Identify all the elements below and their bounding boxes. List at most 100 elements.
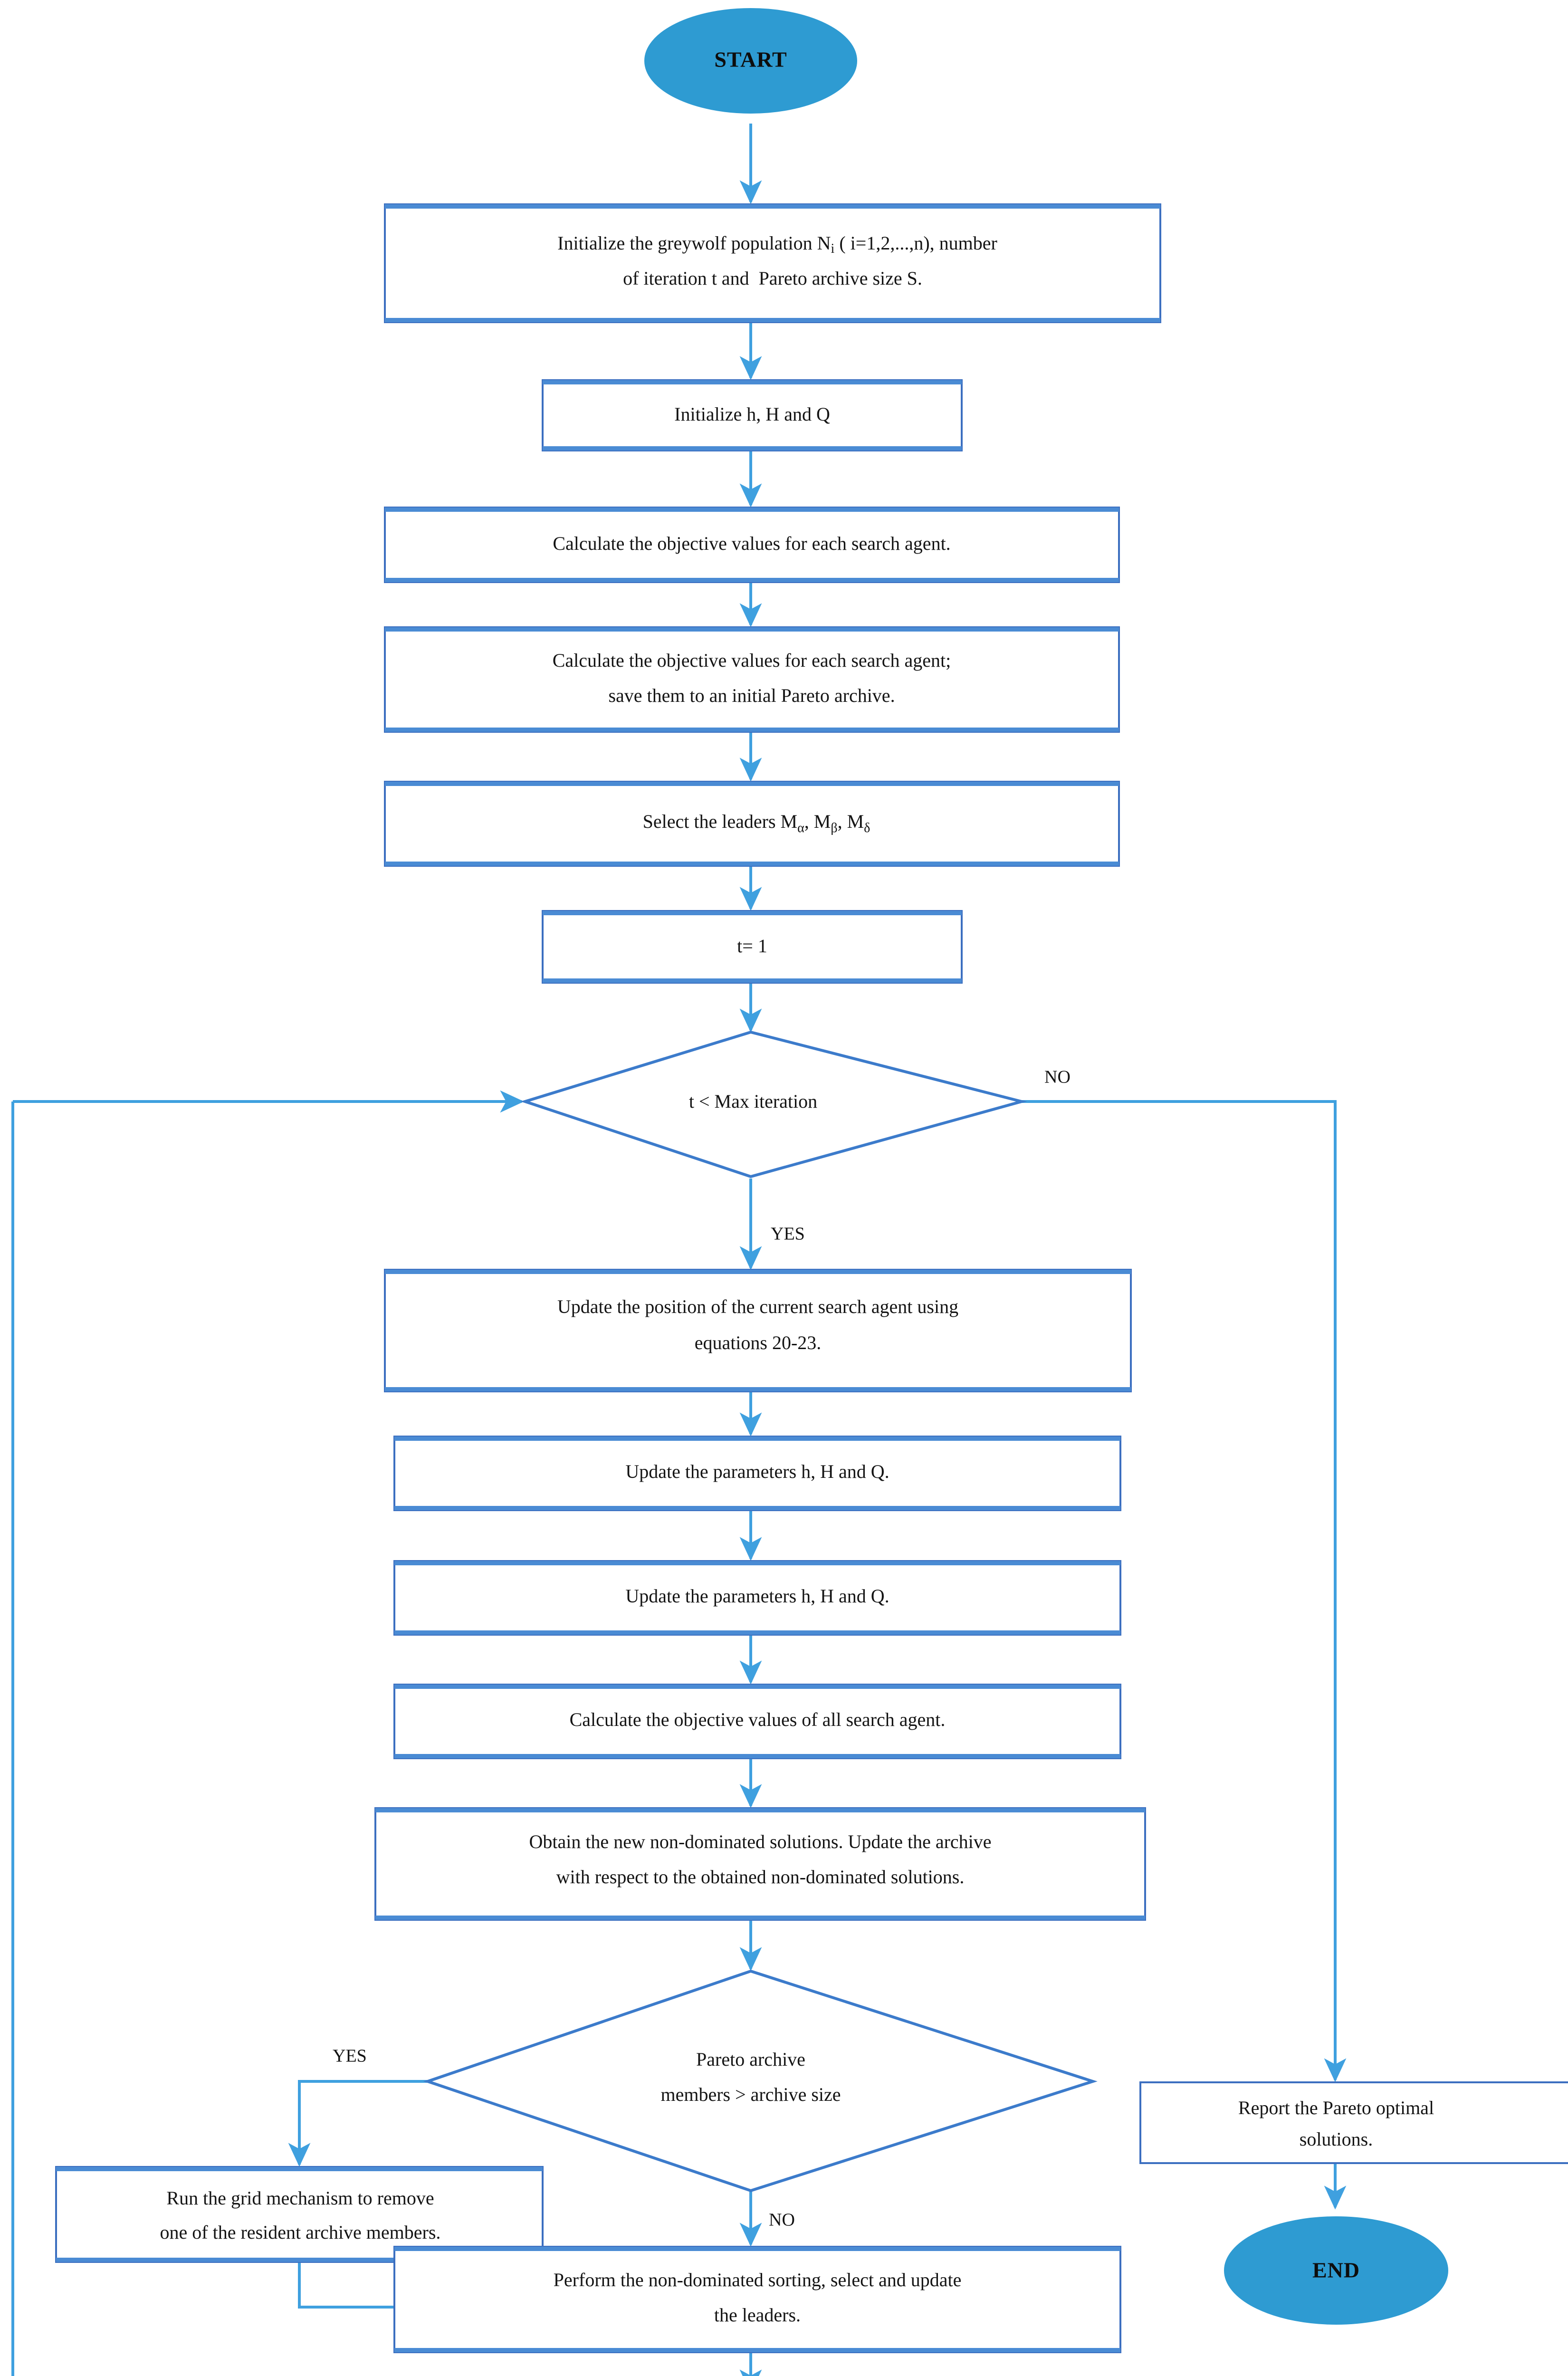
grid-mechanism-bottom-accent: [56, 2258, 543, 2262]
grid-mechanism-line1: Run the grid mechanism to remove: [166, 2187, 434, 2209]
decision-iteration-label: t < Max iteration: [689, 1091, 817, 1112]
obtain-nondominated-line1: Obtain the new non-dominated solutions. …: [529, 1831, 991, 1852]
edge-t-incr-loopback: [11, 1102, 14, 2376]
initialize-hhq-box: [542, 379, 963, 451]
edge-label-archive-yes: YES: [333, 2046, 367, 2066]
decision-archive-size-line2: members > archive size: [660, 2084, 841, 2105]
node-select-leaders[interactable]: Select the leaders Mα, Mβ, Mδ: [384, 781, 1120, 867]
calculate-save-archive-bottom-accent: [385, 728, 1119, 732]
calculate-save-archive-line2: save them to an initial Pareto archive.: [608, 685, 895, 706]
end-terminator-shape: [1224, 2216, 1448, 2325]
update-parameters-2-bottom-accent: [394, 1630, 1120, 1635]
start-label: START: [714, 48, 787, 72]
update-parameters-1-bottom-accent: [394, 1506, 1120, 1510]
obtain-nondominated-bottom-accent: [375, 1916, 1145, 1920]
init-population-line1-a: Initialize the greywolf population N: [557, 232, 831, 254]
node-calculate-objective-values[interactable]: Calculate the objective values for each …: [384, 507, 1120, 583]
calculate-objective-values-label: Calculate the objective values for each …: [553, 533, 950, 554]
update-position-line1: Update the position of the current searc…: [557, 1296, 958, 1317]
node-obtain-nondominated[interactable]: Obtain the new non-dominated solutions. …: [374, 1807, 1146, 1921]
select-leaders-sub-beta: β: [831, 821, 837, 835]
nondominated-sorting-line2: the leaders.: [714, 2304, 801, 2326]
update-parameters-1-box: [393, 1436, 1121, 1511]
calculate-save-archive-line1: Calculate the objective values for each …: [553, 650, 951, 671]
update-parameters-2-top-accent: [394, 1561, 1120, 1565]
node-end[interactable]: END: [1224, 2216, 1448, 2325]
node-init-population[interactable]: Initialize the greywolf population Ni ( …: [384, 203, 1161, 323]
report-pareto-line2: solutions.: [1300, 2128, 1373, 2150]
decision-iteration-shape: [520, 1030, 1027, 1178]
select-leaders-prefix: Select the leaders M: [643, 811, 797, 832]
initialize-hhq-label: Initialize h, H and Q: [674, 403, 830, 425]
nondominated-sorting-bottom-accent: [394, 2348, 1120, 2352]
start-terminator-shape: [644, 8, 857, 114]
obtain-nondominated-box: [374, 1807, 1146, 1921]
node-calculate-save-archive[interactable]: Calculate the objective values for each …: [384, 626, 1120, 733]
calculate-objective-values-top-accent: [385, 508, 1119, 512]
node-report-pareto[interactable]: Report the Pareto optimal solutions.: [1139, 2081, 1568, 2164]
t-init-box: [542, 910, 963, 984]
initialize-hhq-top-accent: [543, 380, 962, 384]
update-position-box: [384, 1269, 1132, 1392]
node-t-init[interactable]: t= 1: [542, 910, 963, 984]
select-leaders-box: [384, 781, 1120, 867]
update-parameters-1-label: Update the parameters h, H and Q.: [625, 1461, 889, 1482]
node-nondominated-sorting[interactable]: Perform the non-dominated sorting, selec…: [393, 2246, 1121, 2353]
edge-dec-iter-no: [1022, 1100, 1347, 2082]
init-population-sub-i: i: [831, 241, 835, 256]
select-leaders-sub-delta: δ: [864, 821, 870, 835]
node-update-parameters-1[interactable]: Update the parameters h, H and Q.: [393, 1436, 1121, 1511]
calculate-objective-all-top-accent: [394, 1685, 1120, 1689]
calculate-objective-values-bottom-accent: [385, 578, 1119, 582]
calculate-save-archive-top-accent: [385, 627, 1119, 632]
node-decision-iteration[interactable]: t < Max iteration: [520, 1030, 1027, 1178]
select-leaders-mid2: , M: [838, 811, 864, 832]
t-init-bottom-accent: [543, 978, 962, 983]
node-calculate-objective-all[interactable]: Calculate the objective values of all se…: [393, 1684, 1121, 1759]
update-parameters-1-top-accent: [394, 1437, 1120, 1441]
select-leaders-sub-alpha: α: [797, 821, 804, 835]
init-population-box: [384, 203, 1161, 323]
select-leaders-mid1: , M: [804, 811, 831, 832]
edge-label-iteration-yes: YES: [771, 1224, 805, 1244]
update-parameters-2-label: Update the parameters h, H and Q.: [625, 1585, 889, 1607]
init-population-line2: of iteration t and Pareto archive size S…: [623, 268, 922, 289]
calculate-save-archive-box: [384, 626, 1120, 733]
grid-mechanism-line2: one of the resident archive members.: [160, 2222, 441, 2243]
update-position-line2: equations 20-23.: [695, 1332, 822, 1353]
calculate-objective-all-bottom-accent: [394, 1754, 1120, 1758]
select-leaders-label: Select the leaders Mα, Mβ, Mδ: [610, 811, 894, 838]
init-population-line1-b: ( i=1,2,...,n), number: [834, 232, 997, 254]
decision-archive-size-shape: [423, 1969, 1098, 2193]
connector-layer: [11, 124, 1347, 2376]
init-population-top-accent: [385, 204, 1160, 209]
calculate-objective-values-box: [384, 507, 1120, 583]
update-position-bottom-accent: [385, 1387, 1131, 1391]
t-init-top-accent: [543, 911, 962, 915]
nondominated-sorting-box: [393, 2246, 1121, 2353]
init-population-line1: Initialize the greywolf population Ni ( …: [524, 232, 1021, 256]
node-update-position[interactable]: Update the position of the current searc…: [384, 1269, 1132, 1392]
t-init-label: t= 1: [737, 935, 767, 957]
node-initialize-hhq[interactable]: Initialize h, H and Q: [542, 379, 963, 451]
initialize-hhq-bottom-accent: [543, 446, 962, 450]
node-update-parameters-2[interactable]: Update the parameters h, H and Q.: [393, 1560, 1121, 1636]
obtain-nondominated-top-accent: [375, 1808, 1145, 1812]
end-label: END: [1312, 2258, 1360, 2282]
select-leaders-top-accent: [385, 782, 1119, 786]
nondominated-sorting-line1: Perform the non-dominated sorting, selec…: [554, 2269, 962, 2290]
update-parameters-2-box: [393, 1560, 1121, 1636]
calculate-objective-all-box: [393, 1684, 1121, 1759]
init-population-bottom-accent: [385, 318, 1160, 322]
report-pareto-line1: Report the Pareto optimal: [1238, 2097, 1434, 2118]
edge-label-archive-no: NO: [769, 2210, 795, 2230]
nondominated-sorting-top-accent: [394, 2247, 1120, 2251]
grid-mechanism-top-accent: [56, 2167, 543, 2171]
node-start[interactable]: START: [644, 8, 857, 114]
edge-label-iteration-no: NO: [1044, 1067, 1071, 1087]
obtain-nondominated-line2: with respect to the obtained non-dominat…: [556, 1866, 965, 1887]
node-decision-archive-size[interactable]: Pareto archive members > archive size: [423, 1969, 1098, 2193]
decision-archive-size-line1: Pareto archive: [696, 2049, 805, 2070]
calculate-objective-all-label: Calculate the objective values of all se…: [570, 1709, 946, 1730]
